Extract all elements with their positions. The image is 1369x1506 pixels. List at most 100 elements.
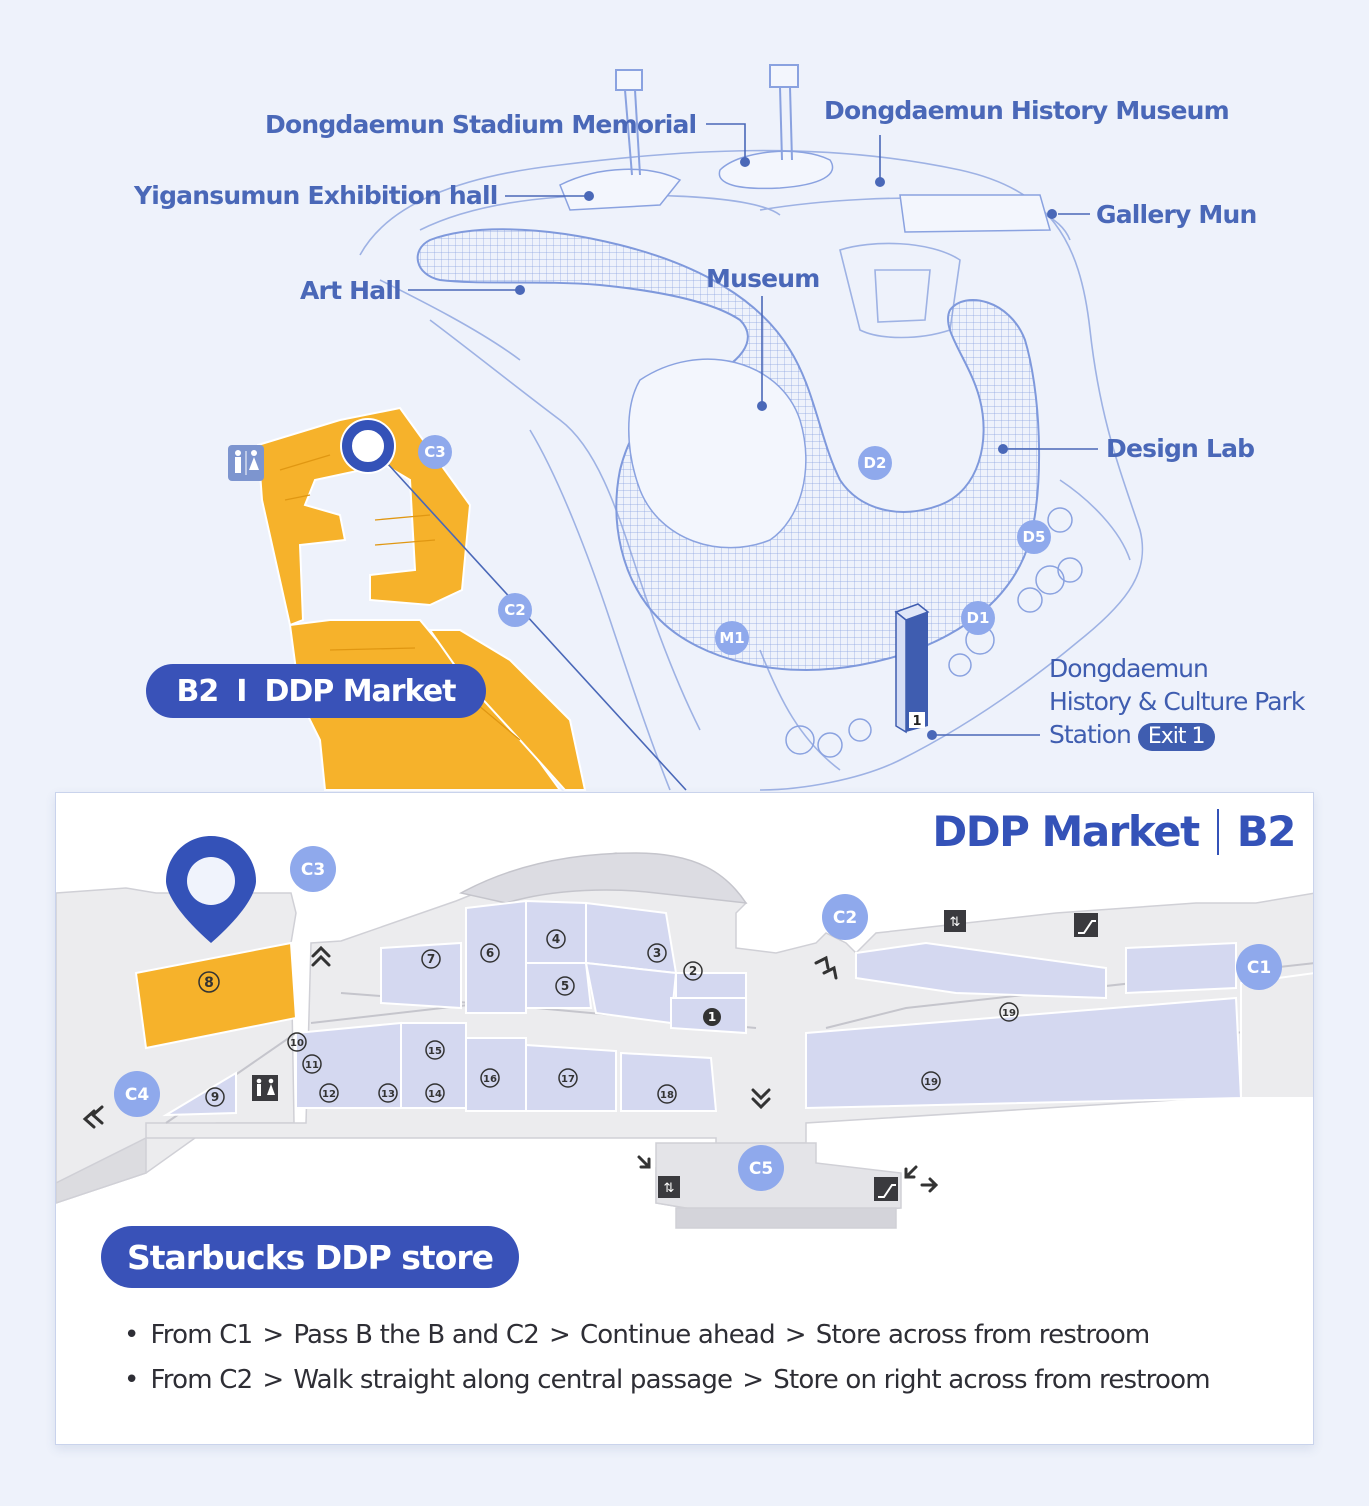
- svg-text:4: 4: [552, 932, 560, 946]
- label-gallery-mun: Gallery Mun: [1096, 200, 1257, 229]
- escalator-c5-icon: [874, 1177, 898, 1201]
- station-line3-row: Station Exit 1: [1049, 718, 1304, 751]
- label-design-lab: Design Lab: [1106, 434, 1255, 463]
- unit-11[interactable]: 11: [302, 1054, 322, 1074]
- unit-15[interactable]: 15: [425, 1040, 445, 1060]
- store-pin-icon: [166, 836, 256, 943]
- unit-12[interactable]: 12: [319, 1083, 339, 1103]
- unit-4[interactable]: 4: [546, 929, 566, 949]
- svg-text:10: 10: [290, 1038, 304, 1049]
- marker-d2[interactable]: D2: [858, 446, 892, 480]
- station-sign-number: 1: [912, 714, 921, 729]
- svg-text:⇅: ⇅: [664, 1181, 675, 1196]
- elevator-icon: ⇅: [944, 910, 966, 932]
- arrow-icon: >: [262, 1365, 284, 1395]
- svg-text:C1: C1: [1247, 958, 1271, 978]
- arrow-icon: >: [548, 1320, 571, 1350]
- route1-step3: Continue ahead: [579, 1320, 776, 1350]
- svg-text:5: 5: [561, 979, 569, 993]
- unit-9[interactable]: 9: [205, 1087, 225, 1107]
- route1-step2: Pass B the B and C2: [293, 1320, 539, 1350]
- unit-14[interactable]: 14: [425, 1083, 445, 1103]
- bullet: •: [124, 1365, 139, 1395]
- restroom-icon: [228, 445, 264, 481]
- route2-step3: Store on right across from restroom: [773, 1365, 1210, 1395]
- unit-10[interactable]: 10: [287, 1032, 307, 1052]
- marker-d1-label: D1: [967, 609, 990, 627]
- arrow-icon: >: [262, 1320, 284, 1350]
- escalator-icon: [1074, 913, 1098, 937]
- svg-text:14: 14: [428, 1089, 442, 1100]
- panel-title: DDP Market B2: [932, 807, 1297, 856]
- unit-17[interactable]: 17: [558, 1068, 578, 1088]
- svg-text:17: 17: [561, 1074, 575, 1085]
- aerial-map: 1 C3 C2 D2: [134, 64, 1305, 791]
- station-line3: Station: [1049, 720, 1132, 749]
- svg-text:C4: C4: [125, 1085, 149, 1105]
- floor-pill-floor: B2: [176, 673, 220, 709]
- svg-text:7: 7: [427, 952, 435, 966]
- unit-13[interactable]: 13: [378, 1083, 398, 1103]
- bullet: •: [124, 1320, 139, 1350]
- svg-text:18: 18: [660, 1090, 674, 1101]
- unit-7[interactable]: 7: [421, 949, 441, 969]
- marker-d1[interactable]: D1: [961, 601, 995, 635]
- station-line2: History & Culture Park: [1049, 687, 1305, 716]
- route-from-c1: • From C1 > Pass B the B and C2 > Continue ah…: [124, 1313, 1210, 1358]
- arrow-icon: >: [742, 1365, 764, 1395]
- label-art-hall: Art Hall: [300, 276, 402, 305]
- label-museum: Museum: [706, 264, 820, 293]
- label-yigansumun: Yigansumun Exhibition hall: [134, 181, 498, 210]
- entrance-c5[interactable]: C5: [738, 1145, 784, 1191]
- unit-8[interactable]: 8: [198, 971, 220, 993]
- store-8-area[interactable]: [134, 941, 298, 1050]
- svg-text:3: 3: [653, 946, 661, 960]
- label-history-museum: Dongdaemun History Museum: [824, 96, 1230, 125]
- svg-text:C5: C5: [749, 1159, 773, 1179]
- svg-text:8: 8: [204, 975, 214, 991]
- label-station: Dongdaemun History & Culture Park Statio…: [1049, 652, 1305, 751]
- svg-text:⇅: ⇅: [950, 915, 961, 930]
- unit-19a[interactable]: 19: [999, 1002, 1019, 1022]
- marker-c3[interactable]: C3: [418, 435, 452, 469]
- marker-c2[interactable]: C2: [498, 593, 532, 627]
- directions-list: • From C1 > Pass B the B and C2 > Continue ah…: [124, 1313, 1211, 1403]
- elevator-c5-icon: ⇅: [658, 1176, 680, 1198]
- floor-pill-name: DDP Market: [264, 673, 456, 709]
- unit-16[interactable]: 16: [480, 1068, 500, 1088]
- svg-text:2: 2: [689, 964, 697, 978]
- entrance-c2[interactable]: C2: [822, 894, 868, 940]
- entrance-c1[interactable]: C1: [1236, 944, 1282, 990]
- arrow-icon: >: [784, 1320, 807, 1350]
- entrance-c3[interactable]: C3: [290, 846, 336, 892]
- floor-pill-separator: I: [236, 673, 247, 709]
- route1-step1: From C1: [150, 1320, 254, 1350]
- unit-1[interactable]: 1: [703, 1008, 721, 1026]
- svg-text:11: 11: [305, 1060, 319, 1071]
- unit-3[interactable]: 3: [647, 943, 667, 963]
- unit-18[interactable]: 18: [657, 1084, 677, 1104]
- unit-19b[interactable]: 19: [921, 1071, 941, 1091]
- floor-pill-b2: B2 I DDP Market: [146, 664, 486, 718]
- svg-text:C3: C3: [301, 860, 325, 880]
- route-from-c2: •From C2>Walk straight along central pas…: [124, 1358, 1211, 1403]
- svg-text:1: 1: [708, 1010, 716, 1024]
- store-name-pill: Starbucks DDP store: [101, 1226, 519, 1288]
- exit-badge: Exit 1: [1137, 723, 1215, 751]
- location-ring-marker: [340, 418, 396, 474]
- restroom-floor-icon: [252, 1075, 278, 1101]
- label-stadium-memorial: Dongdaemun Stadium Memorial: [265, 110, 697, 139]
- station-sign: 1: [894, 603, 930, 734]
- marker-m1[interactable]: M1: [715, 621, 749, 655]
- route1-step4: Store across from restroom: [815, 1320, 1150, 1350]
- panel-title-floor: B2: [1236, 807, 1297, 856]
- entrance-c4[interactable]: C4: [114, 1071, 160, 1117]
- marker-c3-label: C3: [424, 443, 445, 461]
- unit-6[interactable]: 6: [480, 943, 500, 963]
- route2-step2: Walk straight along central passage: [293, 1365, 733, 1395]
- unit-5[interactable]: 5: [555, 976, 575, 996]
- marker-d5[interactable]: D5: [1017, 520, 1051, 554]
- unit-2[interactable]: 2: [683, 961, 703, 981]
- floor-plan-panel: ⇅ ⇅ 1 2 3 4 5 6 7 8 9 1: [55, 792, 1314, 1445]
- svg-text:12: 12: [322, 1089, 336, 1100]
